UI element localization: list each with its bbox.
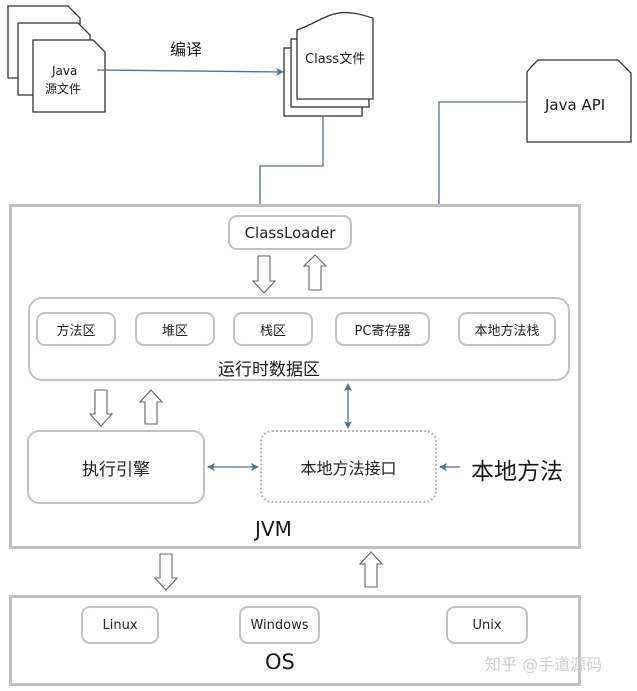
class-doc-front xyxy=(296,11,374,100)
region-native-method-stack[interactable]: 本地方法栈 xyxy=(458,312,556,346)
os-linux-label: Linux xyxy=(102,617,138,633)
source-file-label-java: Java xyxy=(52,64,78,78)
execution-engine-label: 执行引擎 xyxy=(82,459,150,480)
native-methods-label: 本地方法 xyxy=(471,459,563,485)
os-unix[interactable]: Unix xyxy=(446,606,528,644)
os-windows[interactable]: Windows xyxy=(239,606,320,644)
region-pc-register-label: PC寄存器 xyxy=(354,323,411,339)
region-native-method-stack-label: 本地方法栈 xyxy=(474,323,540,339)
runtime-data-area-label: 运行时数据区 xyxy=(218,360,320,380)
classfile-to-classloader-connector xyxy=(256,116,324,215)
os-unix-label: Unix xyxy=(472,617,502,633)
region-stack-label: 栈区 xyxy=(259,323,286,339)
native-interface-box[interactable]: 本地方法接口 xyxy=(260,430,437,503)
execution-engine-box[interactable]: 执行引擎 xyxy=(27,430,205,504)
class-file-label: Class文件 xyxy=(305,52,366,67)
java-source-file-icon xyxy=(7,5,106,113)
region-pc-register[interactable]: PC寄存器 xyxy=(335,312,430,346)
class-file-icon xyxy=(283,11,374,117)
source-file-label-name: 源文件 xyxy=(45,82,82,96)
region-heap[interactable]: 堆区 xyxy=(135,312,215,346)
java-api-shape xyxy=(526,59,632,143)
os-label: OS xyxy=(265,650,295,674)
os-linux[interactable]: Linux xyxy=(81,606,159,644)
os-windows-label: Windows xyxy=(250,617,309,633)
region-heap-label: 堆区 xyxy=(161,323,188,339)
watermark: 知乎 @手道源码 xyxy=(485,655,603,674)
compile-label: 编译 xyxy=(170,40,203,59)
classloader-box[interactable]: ClassLoader xyxy=(228,215,352,250)
jvm-label: JVM xyxy=(255,517,292,541)
region-method-area-label: 方法区 xyxy=(56,323,96,339)
region-method-area[interactable]: 方法区 xyxy=(36,312,116,346)
java-api-label: Java API xyxy=(545,96,606,114)
classloader-label: ClassLoader xyxy=(244,223,336,242)
region-stack[interactable]: 栈区 xyxy=(233,312,313,346)
source-doc-front xyxy=(32,39,106,113)
compile-arrow xyxy=(96,67,284,76)
native-interface-label: 本地方法接口 xyxy=(300,458,397,478)
